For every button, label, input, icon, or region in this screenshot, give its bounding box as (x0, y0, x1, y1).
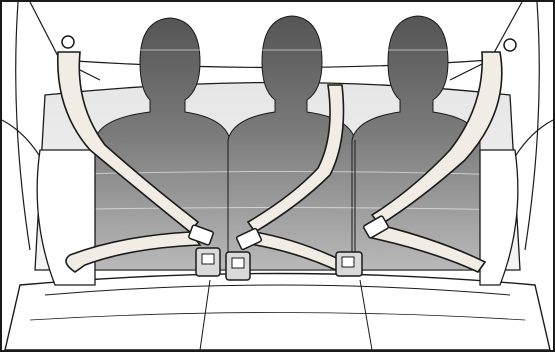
left-anchor-icon (62, 36, 74, 48)
right-anchor-icon (504, 39, 516, 51)
